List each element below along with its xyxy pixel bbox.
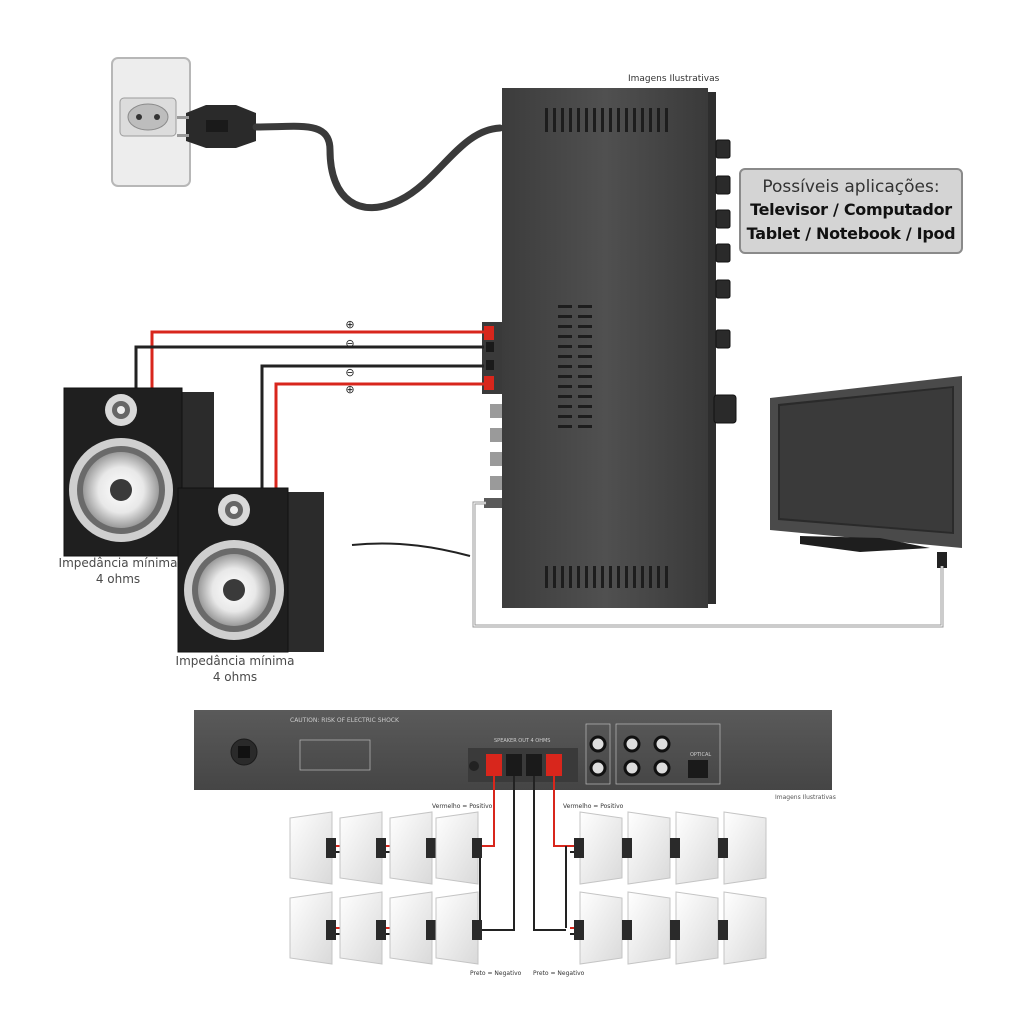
speaker-wires <box>134 330 484 488</box>
svg-text:⊕: ⊕ <box>345 318 354 331</box>
power-cable <box>252 122 504 212</box>
svg-text:⊕: ⊕ <box>345 383 354 396</box>
loose-cable <box>351 542 471 557</box>
illustrative-note-top: Imagens Ilustrativas <box>628 74 720 84</box>
ceiling-speaker <box>339 891 386 965</box>
svg-text:⊖: ⊖ <box>345 366 354 379</box>
speaker-right-impedance-line-1: Impedância mínima <box>175 654 295 668</box>
applications-title: Possíveis aplicações: <box>762 177 940 197</box>
ceiling-speakers <box>289 811 767 965</box>
rear-connectors <box>482 322 502 508</box>
wiring-black-right: Preto = Negativo <box>533 970 585 977</box>
ceiling-speaker <box>670 811 719 885</box>
applications-box: Possíveis aplicações: Televisor / Comput… <box>739 168 963 254</box>
applications-line-1: Televisor / Computador <box>750 200 952 219</box>
ceiling-speaker <box>289 891 336 965</box>
ceiling-speaker <box>622 811 671 885</box>
ceiling-speaker <box>718 811 767 885</box>
speaker-right-impedance-line-2: 4 ohms <box>212 670 258 684</box>
front-knobs <box>713 139 737 424</box>
ceiling-speaker <box>389 811 436 885</box>
ceiling-speaker <box>574 891 623 965</box>
wiring-red-right: Vermelho = Positivo <box>563 803 624 810</box>
ceiling-speaker <box>389 891 436 965</box>
speaker-right <box>177 487 324 653</box>
amplifier <box>482 88 737 608</box>
ceiling-speaker <box>289 811 336 885</box>
speaker-right-impedance: Impedância mínima 4 ohms <box>175 653 295 685</box>
ceiling-speaker <box>622 891 671 965</box>
wiring-red-left: Vermelho = Positivo <box>432 803 493 810</box>
power-plug <box>177 105 256 148</box>
speaker-left-impedance-line-2: 4 ohms <box>95 572 141 586</box>
speaker-left-impedance-line-1: Impedância mínima <box>58 556 178 570</box>
television <box>770 376 962 568</box>
ceiling-speaker <box>670 891 719 965</box>
svg-text:OPTICAL: OPTICAL <box>690 752 711 758</box>
wiring-black-left: Preto = Negativo <box>470 970 522 977</box>
wall-outlet <box>111 57 191 187</box>
svg-text:CAUTION: RISK OF ELECTRIC SHOC: CAUTION: RISK OF ELECTRIC SHOCK <box>290 717 400 724</box>
svg-text:⊖: ⊖ <box>345 337 354 350</box>
ceiling-speaker <box>574 811 623 885</box>
polarity-markers: ⊕ ⊖ ⊖ ⊕ <box>345 318 354 396</box>
speaker-left-impedance: Impedância mínima 4 ohms <box>58 555 178 587</box>
ceiling-speaker <box>718 891 767 965</box>
vent-middle <box>558 305 592 428</box>
vent-top <box>545 108 668 132</box>
ceiling-speaker <box>339 811 386 885</box>
vent-bottom <box>545 566 668 588</box>
svg-text:SPEAKER OUT 4 OHMS: SPEAKER OUT 4 OHMS <box>494 738 550 744</box>
ceiling-speaker <box>435 811 482 885</box>
applications-line-2: Tablet / Notebook / Ipod <box>746 224 956 243</box>
ceiling-speaker <box>435 891 482 965</box>
illustrative-note-bottom: Imagens Ilustrativas <box>775 794 836 801</box>
